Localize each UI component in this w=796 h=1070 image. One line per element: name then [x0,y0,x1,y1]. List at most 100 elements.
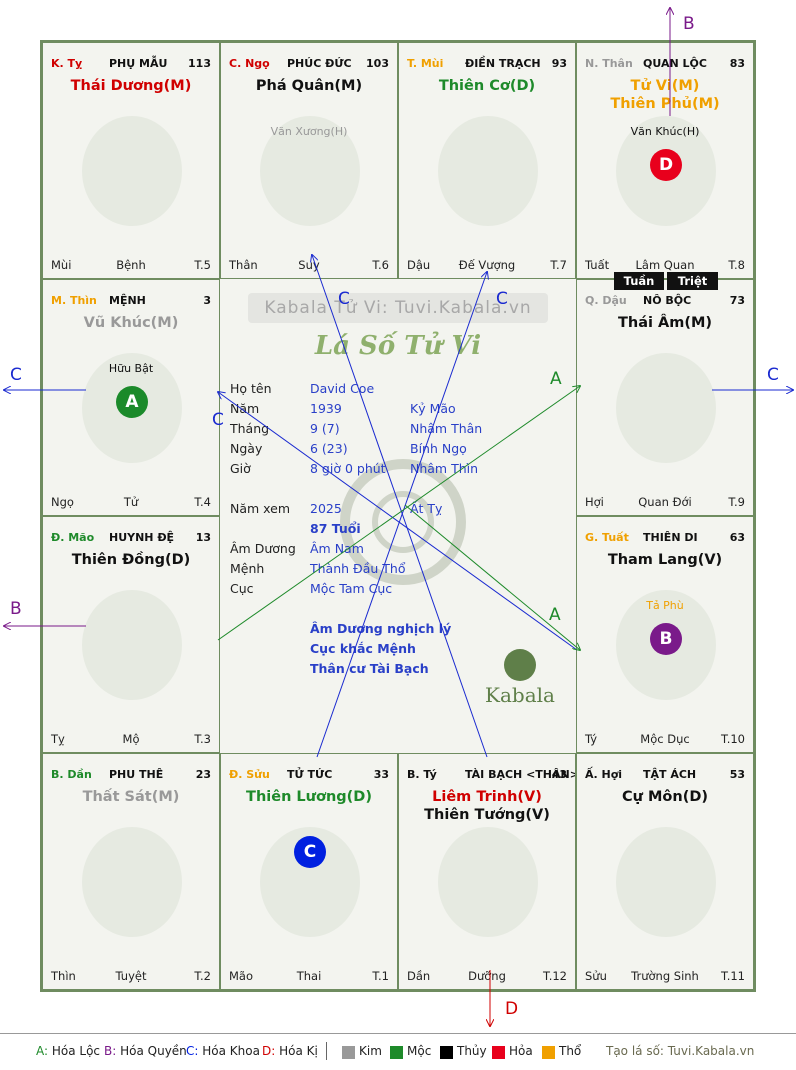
life-stage: Dưỡng [468,969,506,983]
info-label: Âm Dương [230,541,296,556]
palace-name: ĐIỀN TRẠCH [465,57,541,70]
site-credit: Tạo lá số: Tuvi.Kabala.vn [606,1044,755,1058]
main-star: Cự Môn(D) [621,789,709,805]
branch-label: Thân [229,258,258,272]
main-star: Phá Quân(M) [255,78,363,94]
palace-name: HUYNH ĐỆ [109,531,175,544]
element-label: Kim [359,1044,382,1058]
zodiac-animal-icon [260,827,360,937]
info-value: David Coe [310,381,375,396]
heavenly-stem: Ấ. Hợi [585,768,623,781]
transformation-badge: C [294,836,326,868]
life-stage: Lâm Quan [635,258,695,272]
zodiac-animal-icon [82,827,182,937]
center-info-panel: Kabala Tử Vi: Tuvi.Kabala.vn Lá Số Tử Vi… [220,279,576,755]
legend-text: Hóa Kị [279,1044,318,1058]
main-star: Vũ Khúc(M) [83,315,179,331]
main-star: Tử Vi(M) [630,78,700,94]
palace-name: TÀI BẠCH <THÂN> [465,768,576,781]
heavenly-stem: T. Mùi [407,57,444,70]
info-ganzhi: Nhâm Thân [410,421,483,436]
heavenly-stem: B. Dần [51,768,92,781]
heavenly-stem: Đ. Mão [51,531,95,544]
branch-label: Hợi [585,495,604,509]
info-label: Ngày [230,441,263,456]
zodiac-animal-icon [438,827,538,937]
main-star: Thiên Lương(D) [246,789,372,805]
palace-age: 73 [729,294,745,307]
main-star: Tham Lang(V) [607,552,723,568]
palace-age: 53 [729,768,745,781]
palace-name: THIÊN DI [643,531,698,544]
legend-text: Hóa Khoa [202,1044,260,1058]
legend-key: A: [36,1044,49,1058]
heavenly-stem: Q. Dậu [585,294,627,307]
legend-text: Hóa Quyền [120,1044,187,1058]
palace-age: 33 [373,768,389,781]
legend-key: C: [186,1044,199,1058]
palace-name: NÔ BỘC [643,294,692,307]
main-star: Thái Âm(M) [617,315,713,331]
heavenly-stem: M. Thìn [51,294,97,307]
palace-age: 23 [195,768,211,781]
decade-label: T.7 [550,258,567,272]
label-b-top: B [683,14,695,34]
branch-label: Sửu [585,969,607,983]
main-star: Thất Sát(M) [82,789,180,805]
info-label: Mệnh [230,561,265,576]
minor-star: Văn Khúc(H) [630,125,700,138]
info-ganzhi: Kỷ Mão [410,401,456,416]
decade-label: T.6 [372,258,389,272]
decade-label: T.4 [194,495,211,509]
tuan-tag: Tuần [614,272,664,290]
palace-age: 93 [551,57,567,70]
info-value: Thành Đầu Thổ [310,561,406,576]
info-label: Tháng [230,421,270,436]
chart-note: Thân cư Tài Bạch [310,661,429,676]
life-stage: Suy [298,258,320,272]
decade-label: T.10 [721,732,745,746]
element-swatch [342,1046,355,1059]
transformation-badge: B [650,623,682,655]
main-star: Thiên Tướng(V) [424,807,550,823]
decade-label: T.9 [728,495,745,509]
label-d-bottom: D [505,999,518,1019]
element-swatch [542,1046,555,1059]
legend-divider [326,1042,327,1060]
branch-label: Dần [407,969,431,983]
minor-star: Tả Phù [646,599,684,612]
legend-key: D: [262,1044,276,1058]
heavenly-stem: C. Ngọ [229,57,270,70]
info-label: Năm [230,401,260,416]
main-star: Liêm Trinh(V) [432,789,542,805]
life-stage: Tuyệt [115,969,147,983]
palace-age: 63 [729,531,745,544]
legend-key: B: [104,1044,117,1058]
element-label: Mộc [407,1044,432,1058]
branch-label: Tuất [585,258,610,272]
kabala-logo: Kabala [482,649,558,707]
palace-header: Q. Dậu NÔ BỘC 73 [585,294,745,308]
palace-header: T. Mùi ĐIỀN TRẠCH 93 [407,57,567,71]
heavenly-stem: B. Tý [407,768,437,781]
palace-age: 3 [203,294,211,307]
legend-item: B: Hóa Quyền [104,1044,187,1058]
palace-age: 113 [188,57,211,70]
branch-label: Tỵ [51,732,65,746]
heavenly-stem: Đ. Sửu [229,768,270,781]
